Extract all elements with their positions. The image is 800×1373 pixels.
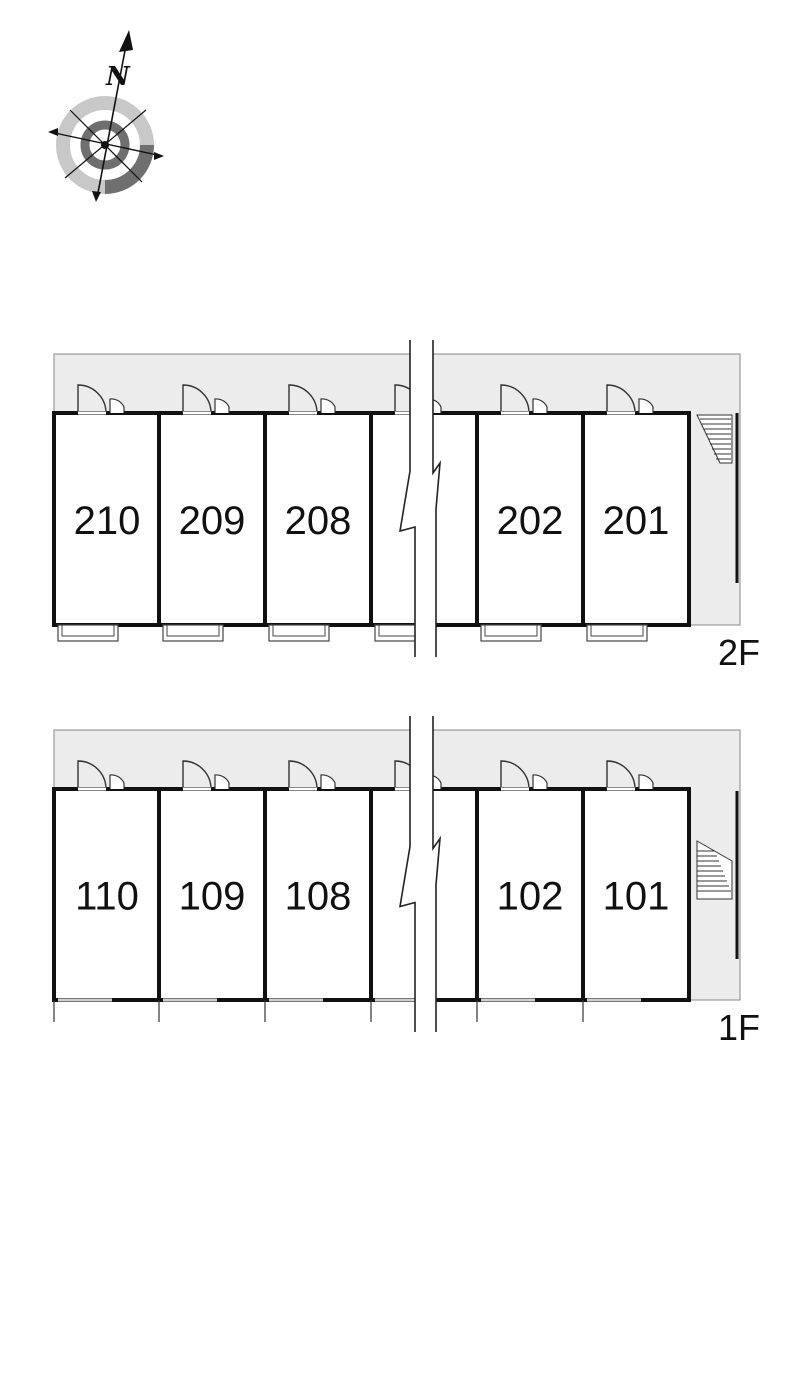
door-swing-icon	[77, 760, 107, 790]
door-swing-icon	[288, 760, 318, 790]
door-swing-icon	[77, 384, 107, 414]
meter-box-icon	[109, 774, 125, 789]
staircase	[696, 413, 739, 583]
meter-box-icon	[109, 398, 125, 413]
unit-wall	[157, 787, 267, 1002]
meter-box-icon	[532, 774, 548, 789]
compass-north-label: N	[105, 62, 131, 92]
unit-108: 108	[263, 760, 373, 1022]
unit-number: 109	[179, 875, 246, 919]
unit-number: 210	[74, 499, 141, 543]
balcony	[586, 624, 648, 642]
door-swing-icon	[182, 384, 212, 414]
door-swing-icon	[182, 760, 212, 790]
unit-209: 209	[157, 384, 267, 642]
floor-plan-2f: 210 209 208 202 201 2F	[52, 340, 760, 673]
meter-box-icon	[532, 398, 548, 413]
balcony	[57, 624, 119, 642]
compass-rose-icon: N	[48, 30, 164, 202]
meter-box-icon	[638, 774, 654, 789]
break-line-icon	[399, 716, 442, 1032]
unit-number: 202	[497, 499, 564, 543]
staircase	[696, 791, 739, 959]
unit-number: 101	[603, 875, 670, 919]
meter-box-icon	[638, 398, 654, 413]
unit-wall	[581, 787, 691, 1002]
floor-plan-1f: 110 109 108 102 101 1F	[52, 716, 760, 1048]
door-swing-icon	[606, 760, 636, 790]
unit-number: 102	[497, 875, 564, 919]
unit-wall	[581, 411, 691, 627]
door-swing-icon	[500, 384, 530, 414]
balcony	[480, 624, 542, 642]
unit-number: 110	[75, 875, 139, 919]
unit-202: 202	[475, 384, 585, 642]
unit-number: 201	[603, 499, 670, 543]
floor-label: 2F	[718, 632, 760, 673]
door-swing-icon	[606, 384, 636, 414]
meter-box-icon	[214, 398, 230, 413]
balcony	[268, 624, 330, 642]
north-arrow-icon	[119, 30, 133, 52]
break-line-icon	[399, 340, 442, 657]
unit-wall	[263, 787, 373, 1002]
unit-number: 209	[179, 499, 246, 543]
meter-box-icon	[214, 774, 230, 789]
floor-label: 1F	[718, 1007, 760, 1048]
unit-210: 210	[52, 384, 162, 642]
unit-110: 110	[52, 760, 162, 1022]
door-swing-icon	[288, 384, 318, 414]
meter-box-icon	[320, 774, 336, 789]
unit-208: 208	[263, 384, 373, 642]
unit-109: 109	[157, 760, 267, 1022]
balcony	[162, 624, 224, 642]
unit-number: 208	[285, 499, 352, 543]
unit-102: 102	[475, 760, 585, 1022]
unit-101: 101	[581, 760, 691, 1022]
meter-box-icon	[320, 398, 336, 413]
unit-number: 108	[285, 875, 352, 919]
unit-201: 201	[581, 384, 691, 642]
door-swing-icon	[500, 760, 530, 790]
